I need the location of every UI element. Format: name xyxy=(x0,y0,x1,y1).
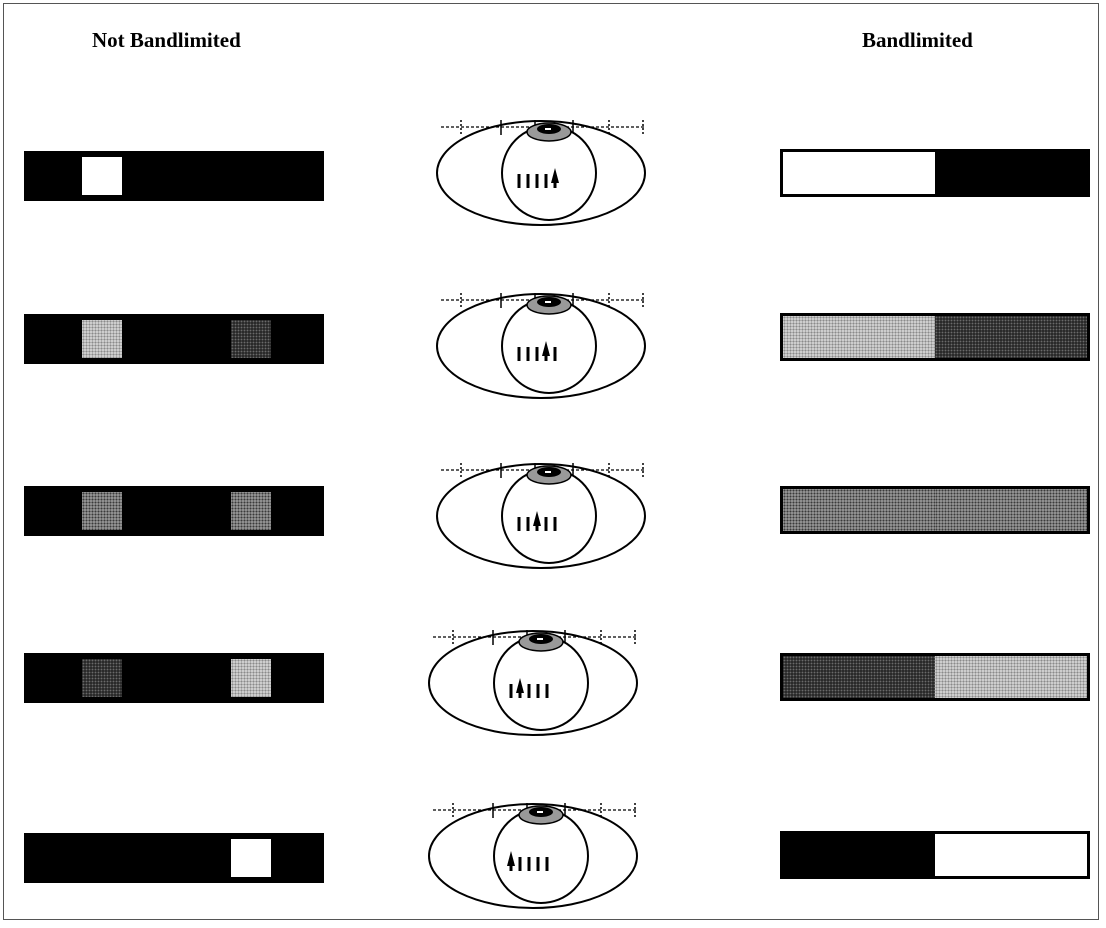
bandlimited-right-half xyxy=(935,489,1087,531)
patch xyxy=(82,492,122,530)
patch xyxy=(82,659,122,697)
fixation-arrow xyxy=(516,678,524,693)
pupil-highlight xyxy=(537,638,543,640)
bandlimited-left-half xyxy=(783,489,935,531)
bandlimited-left-half xyxy=(783,316,935,358)
bandlimited-bar xyxy=(780,486,1090,534)
fixation-arrow xyxy=(533,511,541,526)
eye-diagram xyxy=(428,803,638,909)
pupil-highlight xyxy=(545,301,551,303)
bandlimited-right-half xyxy=(935,656,1087,698)
eyelid-outline xyxy=(428,803,638,909)
patch xyxy=(82,157,122,195)
bandlimited-bar xyxy=(780,831,1090,879)
fixation-arrow xyxy=(542,341,550,356)
bandlimited-left-half xyxy=(783,152,935,194)
bandlimited-left-half xyxy=(783,656,935,698)
eyelid-outline xyxy=(436,463,646,569)
figure-frame: Not Bandlimited Bandlimited xyxy=(3,3,1099,920)
patch xyxy=(231,839,271,877)
eyelid-outline xyxy=(436,120,646,226)
not-bandlimited-heading: Not Bandlimited xyxy=(92,28,241,52)
patch xyxy=(82,320,122,358)
not-bandlimited-bar xyxy=(24,486,324,536)
bandlimited-right-half xyxy=(935,834,1087,876)
not-bandlimited-bar xyxy=(24,314,324,364)
not-bandlimited-bar xyxy=(24,653,324,703)
not-bandlimited-bar xyxy=(24,833,324,883)
eye-diagram xyxy=(428,630,638,736)
pupil-highlight xyxy=(537,811,543,813)
pupil-highlight xyxy=(545,128,551,130)
bandlimited-right-half xyxy=(935,316,1087,358)
not-bandlimited-bar xyxy=(24,151,324,201)
eye-diagram xyxy=(436,120,646,226)
eyelid-outline xyxy=(428,630,638,736)
pupil-highlight xyxy=(545,471,551,473)
bandlimited-left-half xyxy=(783,834,935,876)
eye-diagram xyxy=(436,293,646,399)
fixation-arrow xyxy=(551,168,559,183)
bandlimited-bar xyxy=(780,653,1090,701)
eyelid-outline xyxy=(436,293,646,399)
bandlimited-bar xyxy=(780,313,1090,361)
bandlimited-heading: Bandlimited xyxy=(862,28,973,52)
patch xyxy=(231,320,271,358)
eye-diagram xyxy=(436,463,646,569)
bandlimited-bar xyxy=(780,149,1090,197)
patch xyxy=(231,659,271,697)
fixation-arrow xyxy=(507,851,515,866)
bandlimited-right-half xyxy=(935,152,1087,194)
patch xyxy=(231,492,271,530)
